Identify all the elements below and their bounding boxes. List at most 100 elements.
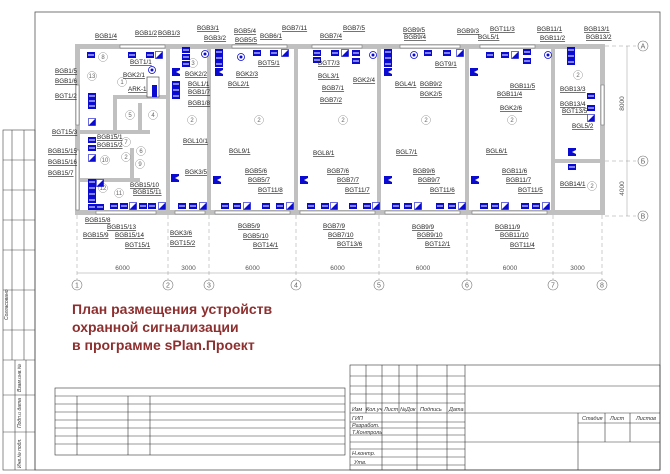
smoke-detector-icon [369,51,377,59]
smoke-detector-icon [201,50,209,58]
device-label: BGT9/1 [435,61,457,68]
glass-break-detector-icon [139,203,147,209]
axis-marker-column: 5 [373,279,385,291]
device-label: BGB11/5 [510,83,536,90]
stamp-replace-inv: Взам.инв.№ [17,363,23,392]
glass-break-detector-icon [448,203,456,209]
revision-table [54,387,346,456]
device-label: BGL1/1 [188,81,210,88]
device-label: BGT14/1 [253,242,279,249]
motion-detector-icon [96,179,104,187]
device-label: BGL8/1 [313,150,335,157]
svg-text:6: 6 [139,149,143,155]
glass-break-detector-icon [189,203,197,209]
tb-header-date: Дата [448,407,464,413]
axis-marker-row: А [637,40,649,52]
device-label: BGB3/1 [197,25,220,32]
device-label: BGB15/16 [48,159,78,166]
dimension-label: 3000 [181,265,196,272]
title-line-3: в программе sPlan.Проект [72,337,255,353]
dimension-label: 6000 [416,265,431,272]
svg-text:А: А [641,44,646,51]
device-label: BGT1/1 [130,59,152,66]
svg-text:3: 3 [191,61,195,67]
device-label: BGB5/4 [234,28,257,35]
glass-break-detector-icon [567,53,575,59]
glass-break-detector-icon [88,191,96,197]
device-label: BGB15/14 [115,232,145,239]
axis-marker-column: 4 [290,279,302,291]
svg-text:2: 2 [341,118,345,124]
curtain-detector-icon [213,176,221,184]
curtain-detector-icon [384,68,392,76]
device-label: BGB9/3 [457,28,480,35]
device-label: BGB7/2 [320,97,343,104]
room-number: 2 [573,70,583,80]
device-label: BGT7/3 [318,60,340,67]
device-label: BGK2/4 [353,77,376,84]
device-label: BGB7/10 [328,232,354,239]
glass-break-detector-icon [88,98,96,104]
motion-detector-icon [88,154,96,162]
dimension-label: 4000 [619,181,626,196]
motion-detector-icon [199,202,207,210]
device-label: BGB11/4 [497,91,523,98]
motion-detector-icon [372,202,380,210]
svg-text:12: 12 [100,186,107,192]
device-label: BGB15/2 [97,142,123,149]
svg-text:5: 5 [128,113,132,119]
device-label: BGB11/6 [502,168,528,175]
device-label: BGL10/1 [183,138,208,145]
device-label: BGB13/3 [560,86,586,93]
glass-break-detector-icon [88,204,96,210]
svg-text:13: 13 [89,74,96,80]
glass-break-detector-icon [178,203,186,209]
device-label: BGB13/1 [584,26,610,33]
drawing-title: План размещения устройств охранной сигна… [72,300,272,354]
device-label: BGB15/13 [107,224,137,231]
room-number: 6 [136,146,146,156]
glass-break-detector-icon [521,203,529,209]
tb-header-ndoc: №Док [400,407,416,413]
device-label: BGT11/5 [518,187,543,194]
device-label: BGT13/6 [337,241,363,248]
device-label: BGB11/2 [540,35,566,42]
room-number: 9 [135,159,145,169]
device-label: BGT11/7 [345,187,370,194]
device-label: BGB1/6 [55,78,78,85]
tb-row-norm-control: Н.контр. [352,451,375,457]
glass-break-detector-icon [88,179,96,185]
title-line-2: охранной сигнализации [72,319,239,335]
tb-stage: Стадия [582,416,603,422]
device-label: BGB5/7 [248,177,271,184]
smoke-detector-icon [148,66,156,74]
device-label: BGL5/2 [572,123,594,130]
motion-detector-icon [341,49,349,57]
device-label: BGK2/6 [500,105,523,112]
room-number: 11 [114,188,124,198]
device-label: BGB15/15 [48,148,78,155]
device-label: BGB14/1 [560,181,586,188]
glass-break-detector-icon [567,47,575,53]
device-label: BGB7/9 [323,223,346,230]
glass-break-detector-icon [128,52,136,58]
motion-detector-icon [286,202,294,210]
svg-text:4: 4 [294,283,298,290]
device-label: BGB15/1 [97,134,123,141]
axis-marker-row: Б [637,155,649,167]
svg-text:8: 8 [600,283,604,290]
glass-break-detector-icon [88,93,96,99]
glass-break-detector-icon [349,203,357,209]
room-number: 13 [87,71,97,81]
device-label: BGL6/1 [486,148,508,155]
svg-text:2: 2 [424,118,428,124]
device-label: BGL4/1 [395,81,417,88]
motion-detector-icon [330,202,338,210]
motion-detector-icon [511,51,519,59]
glass-break-detector-icon [486,52,494,58]
device-label: BGB9/7 [418,177,441,184]
device-label: BGB9/5 [403,27,426,34]
dimension-label: 6000 [245,265,260,272]
glass-break-detector-icon [523,58,531,64]
